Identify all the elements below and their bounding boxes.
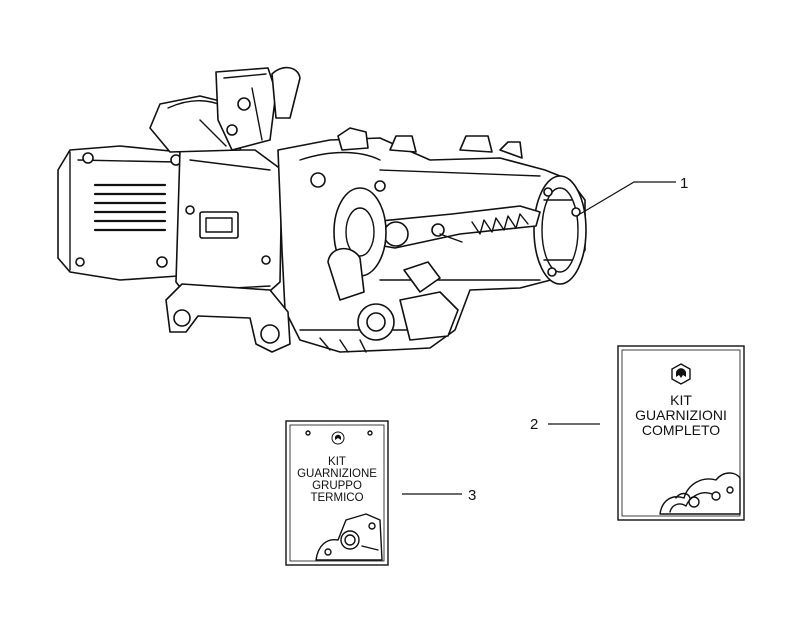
callout-number-1: 1	[680, 175, 688, 192]
gasket-drawing-icon	[659, 472, 741, 515]
kit-3-label-line-2: GUARNIZIONE	[297, 468, 377, 480]
gasket-drawing-icon	[315, 513, 383, 561]
callout-number-2: 2	[530, 416, 538, 433]
kit-3-label-line-3: GRUPPO	[312, 480, 362, 492]
gasket-kit-complete: KIT GUARNIZIONI COMPLETO	[617, 345, 745, 521]
callout-number-3: 3	[468, 487, 476, 504]
engine-assembly-icon	[57, 66, 587, 353]
leader-line-1	[579, 181, 676, 215]
kit-2-label-line-3: COMPLETO	[642, 422, 720, 438]
kit-3-label-line-4: TERMICO	[310, 492, 363, 504]
kit-2-label-line-1: KIT	[670, 392, 692, 408]
kit-2-label-line-2: GUARNIZIONI	[635, 407, 727, 423]
kit-3-label-line-1: KIT	[328, 456, 346, 468]
piaggio-logo-icon	[671, 363, 691, 385]
gasket-kit-thermal-group: KIT GUARNIZIONE GRUPPO TERMICO	[285, 420, 389, 566]
piaggio-logo-icon	[331, 431, 345, 445]
